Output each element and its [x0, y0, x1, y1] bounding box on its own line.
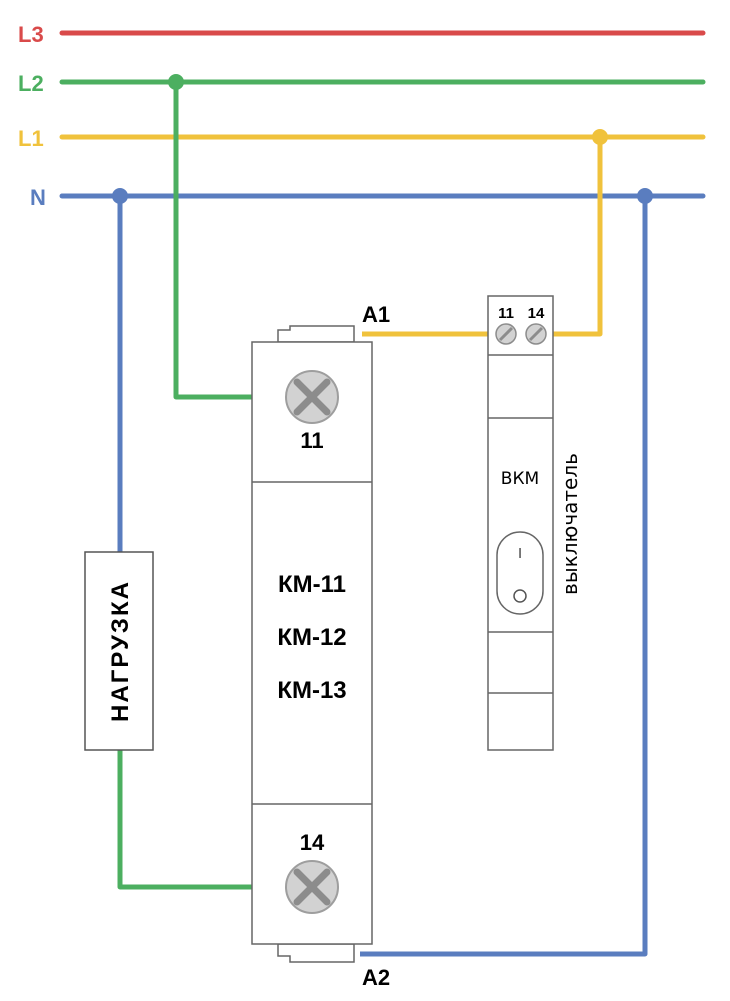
terminal-14-label: 14 [300, 830, 325, 855]
relay-module: 11 КМ-11 КМ-12 КМ-13 14 [251, 325, 373, 963]
switch-terminal-11-screw[interactable] [495, 323, 517, 345]
terminal-11-screw[interactable] [285, 370, 339, 424]
toggle-indicator-icon [513, 589, 527, 603]
relay-top-clip [277, 325, 355, 343]
switch-terminal-14-screw[interactable] [525, 323, 547, 345]
switch-caption: выключатель [558, 453, 582, 595]
l2-label: L2 [18, 71, 44, 96]
switch-terminal-14-label: 14 [528, 305, 545, 322]
model-label-2: КМ-12 [277, 624, 346, 651]
n-to-a2-wire [360, 196, 648, 957]
a1-label: A1 [362, 302, 390, 327]
n-right-junction-dot [637, 188, 653, 204]
l2-junction-dot [168, 74, 184, 90]
terminal-14-screw[interactable] [285, 860, 339, 914]
switch-terminal-11-label: 11 [498, 305, 514, 322]
n-label: N [30, 185, 46, 210]
load-label: НАГРУЗКА [107, 580, 134, 722]
load-to-terminal-14-wire [117, 750, 300, 890]
l1-to-switch-14-wire [536, 137, 603, 337]
terminal-11-label: 11 [300, 428, 323, 453]
toggle-mark: I [518, 547, 522, 562]
switch-toggle[interactable]: I [496, 531, 544, 615]
switch-body [487, 295, 554, 751]
switch-name-label: ВКМ [501, 469, 539, 489]
l1-label: L1 [18, 126, 44, 151]
load-block: НАГРУЗКА [84, 551, 154, 751]
a2-label: A2 [362, 965, 390, 990]
switch-module: 11 14 ВКМ I [487, 295, 554, 751]
l1-junction-dot [592, 129, 608, 145]
load-box [84, 551, 154, 751]
model-label-3: КМ-13 [277, 677, 346, 704]
n-left-junction-dot [112, 188, 128, 204]
relay-bottom-clip [277, 943, 355, 963]
l3-label: L3 [18, 22, 44, 47]
relay-body [251, 341, 373, 945]
model-label-1: КМ-11 [278, 571, 346, 598]
